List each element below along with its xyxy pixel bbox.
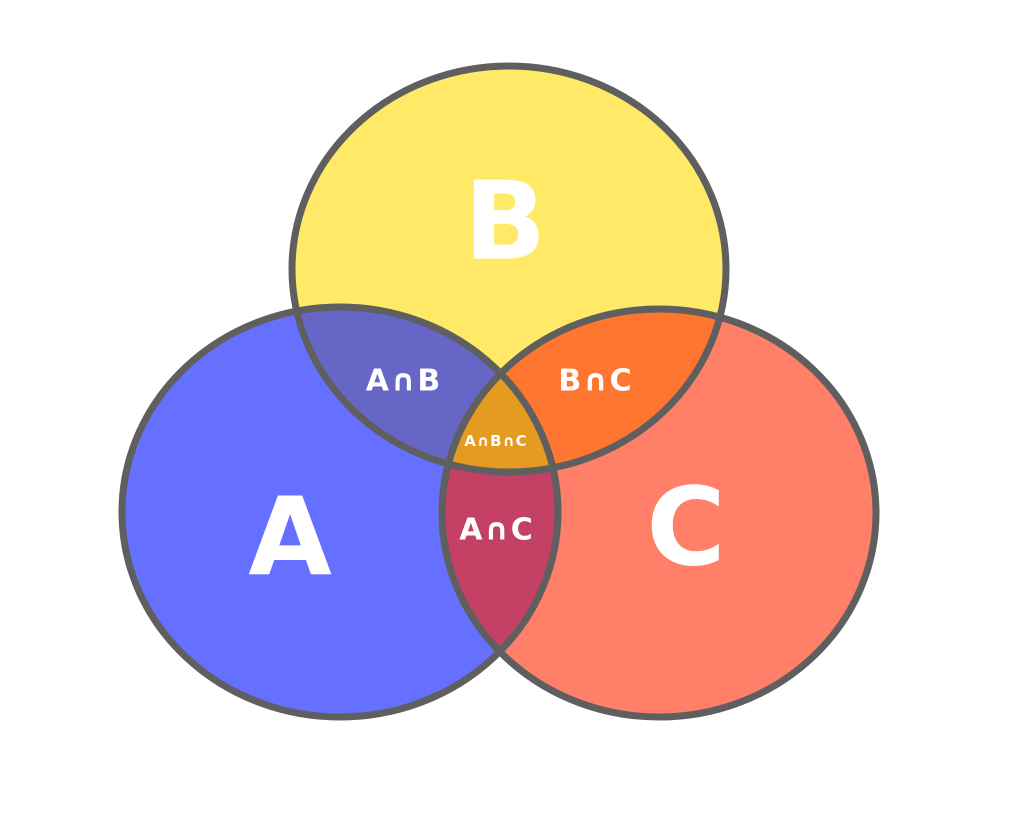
- region-a-and-b: [292, 307, 558, 472]
- set-b-outline: [288, 62, 730, 476]
- set-c-label: C: [646, 466, 725, 591]
- region-abc-label: A∩B∩C: [464, 432, 527, 450]
- region-b-and-c: [442, 309, 726, 472]
- set-a-outline: [118, 303, 562, 721]
- set-a-label: A: [248, 476, 332, 601]
- set-c-outline: [438, 305, 880, 721]
- region-ab-label: A∩B: [366, 364, 442, 399]
- set-b-label: B: [464, 160, 546, 285]
- region-ac-label: A∩C: [459, 513, 535, 548]
- region-bc-label: B∩C: [558, 364, 633, 399]
